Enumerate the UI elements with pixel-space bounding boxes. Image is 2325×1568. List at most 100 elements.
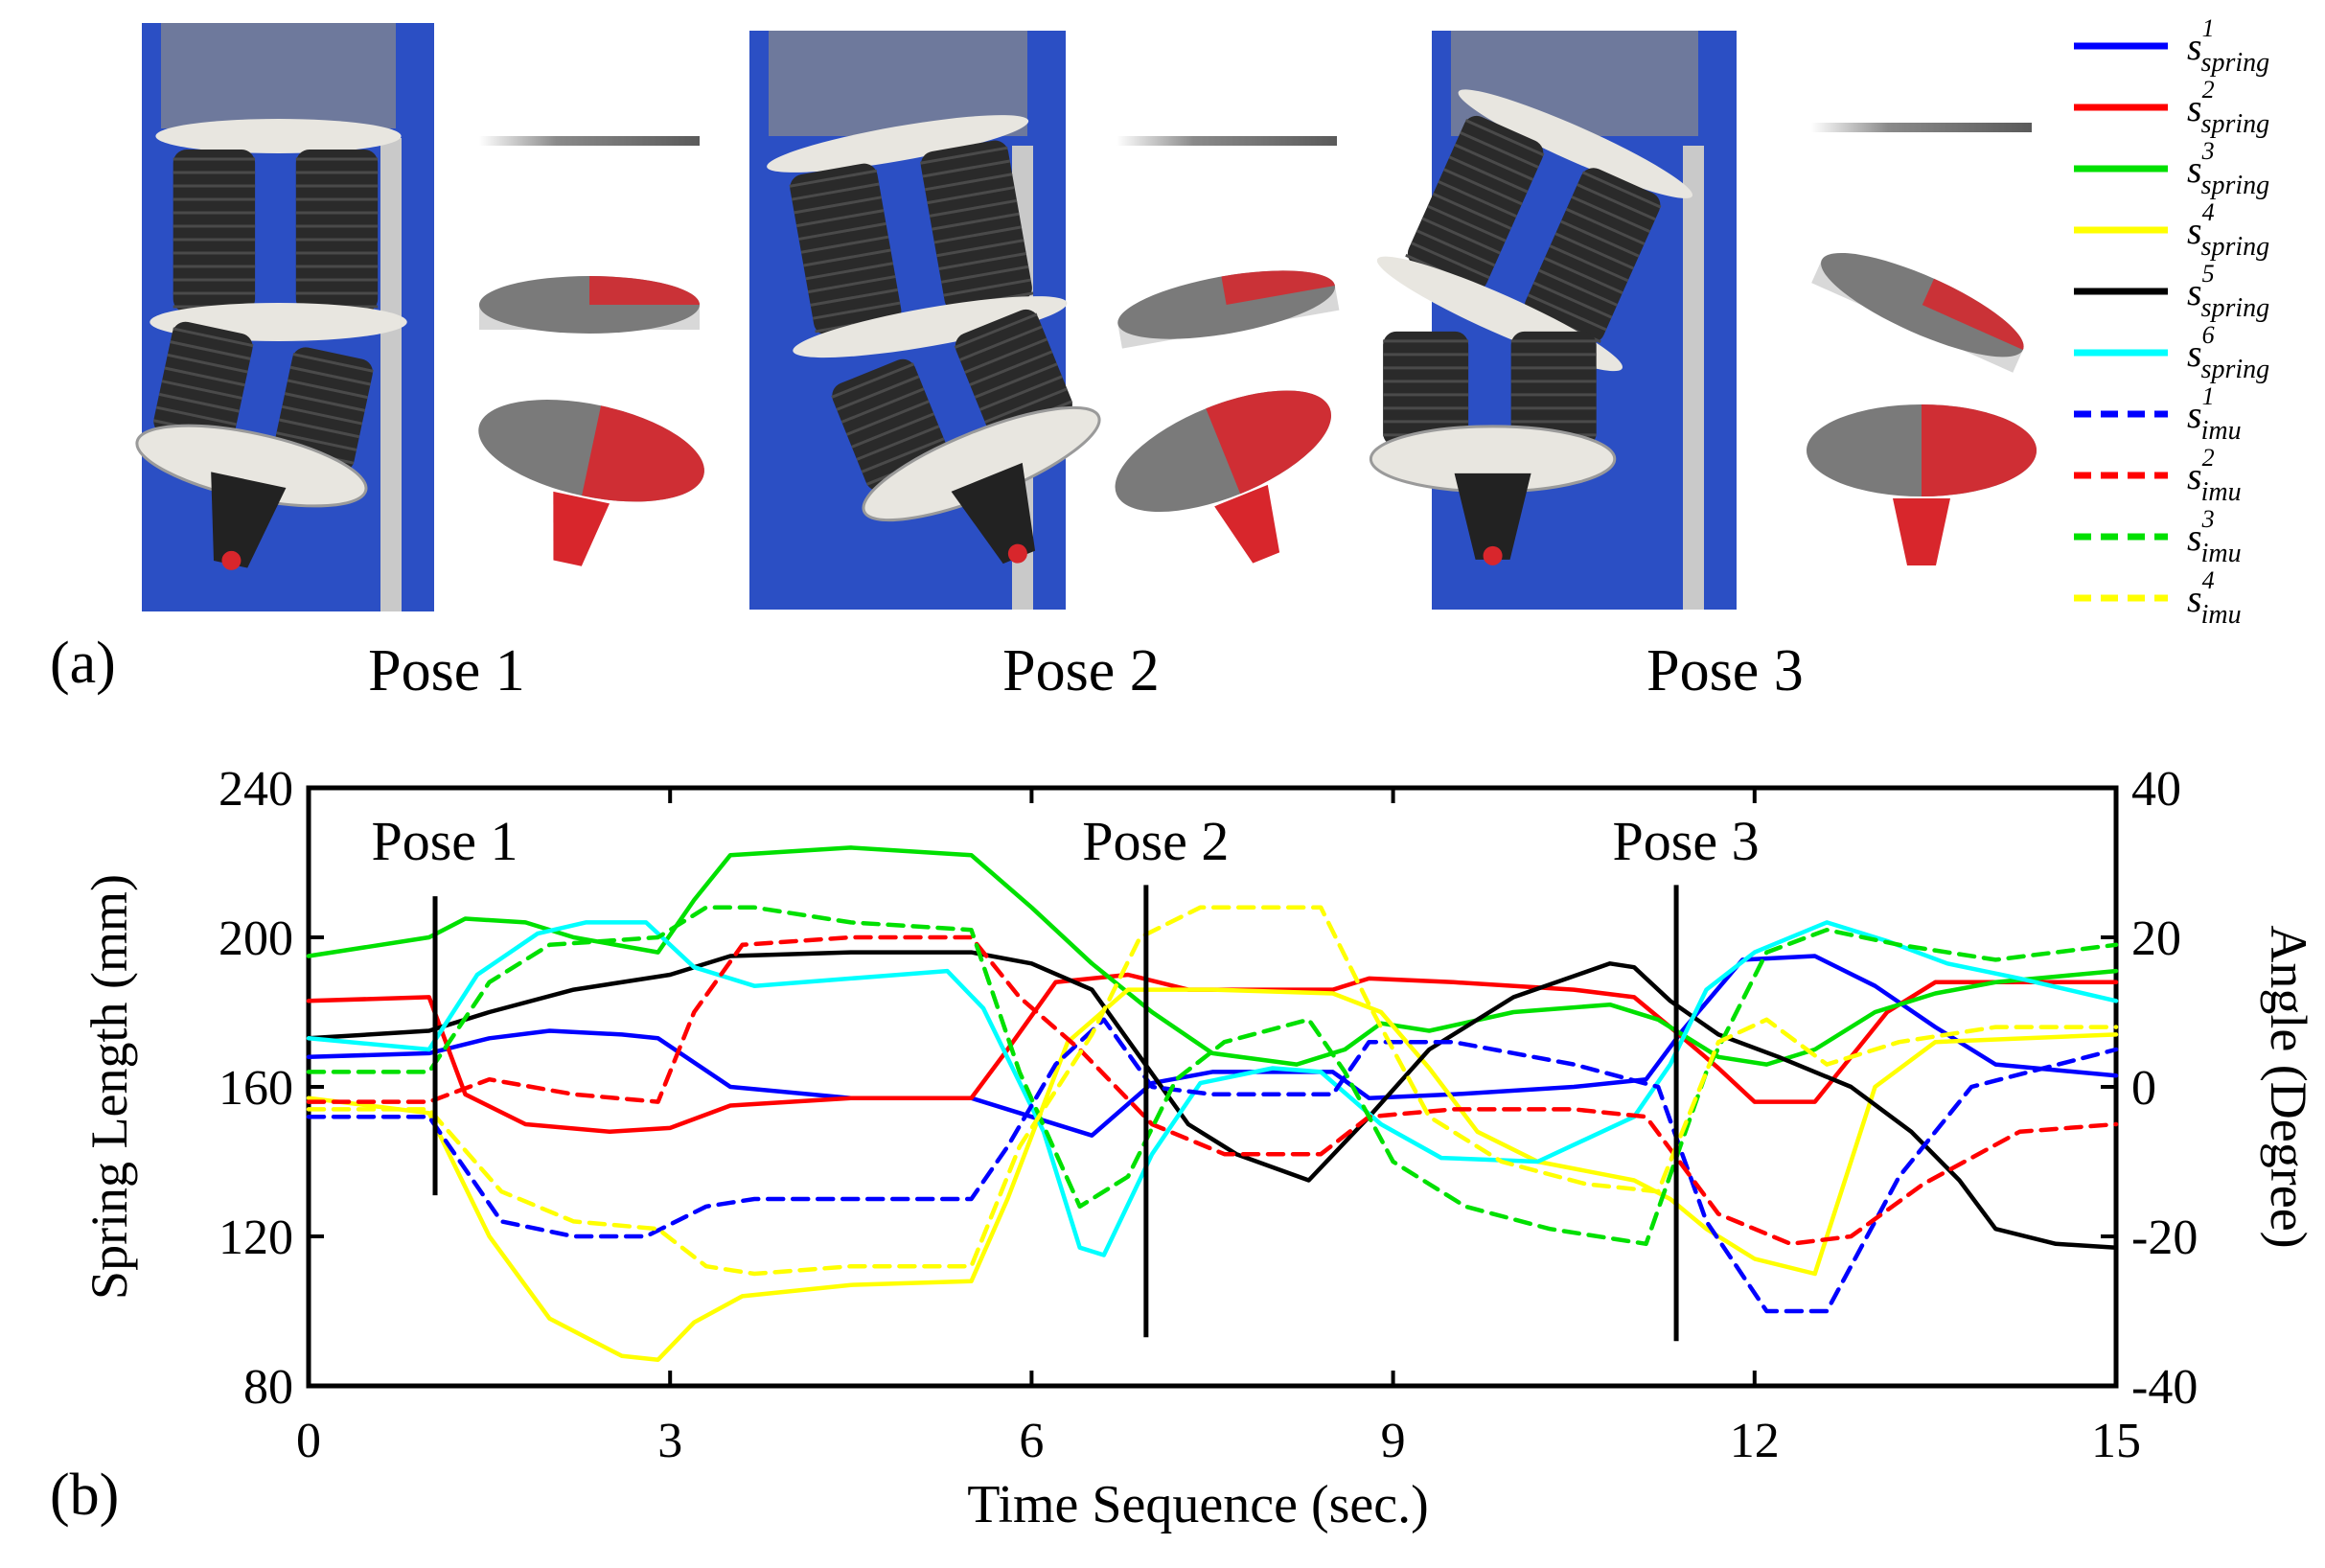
bellows-ridge (1549, 244, 1629, 283)
bellows-ridge (1454, 143, 1534, 181)
bellows-ridge (1410, 242, 1490, 280)
plot-frame (306, 785, 2119, 1389)
x-tick-label: 15 (2091, 1414, 2141, 1468)
pose-caption: Pose 2 (1002, 638, 1160, 703)
bellows-ridge (794, 196, 882, 215)
x-tick-label: 12 (1730, 1414, 1780, 1468)
sim-upper-disk (479, 276, 700, 334)
series-line-s1_spring (306, 954, 2119, 1138)
sim-lower-disk-red (1206, 390, 1331, 495)
gripper (1454, 473, 1531, 560)
bellows-ridge (932, 212, 1020, 231)
bellows-ridge (1448, 155, 1529, 194)
series-line-s5_spring (306, 950, 2119, 1250)
bellows-ridge (805, 262, 894, 281)
bellows-ridge (1438, 180, 1517, 219)
bellows-ridge (287, 379, 368, 400)
bellows-ridge (851, 412, 935, 449)
bellows-lower-right (1510, 331, 1597, 447)
bellows-ridge (840, 387, 925, 424)
bellows-ridge (173, 327, 254, 348)
series-line-s2_imu (306, 934, 2119, 1247)
y-left-tick-label: 200 (219, 911, 293, 966)
bellows-ridge (789, 169, 878, 188)
gripper-tip (1007, 543, 1027, 564)
bellows-lower-left (1383, 331, 1469, 447)
gripper-tip (221, 550, 242, 570)
pose-markers: Pose 1 Pose 2 Pose 3 (371, 810, 1760, 1342)
bellows-ridge (170, 340, 251, 360)
sim-lower-disk (1115, 390, 1331, 564)
bellows-ridge (922, 159, 1011, 178)
panel-a-label: (a) (50, 631, 116, 696)
pose-marker-label: Pose 1 (371, 810, 518, 872)
pose-photo (749, 31, 1101, 610)
y-axis-label-left: Spring Length (mm) (81, 874, 138, 1300)
sim-ceiling-bar (1811, 123, 2032, 132)
bellows-ridge (1544, 257, 1623, 294)
bellows-ridge (292, 353, 374, 373)
sim-upper-disk-red (1922, 278, 2024, 350)
bellows-ridge (938, 252, 1027, 271)
bellows-ridge (284, 392, 366, 412)
bellows-right (1524, 168, 1661, 343)
support-pole (1683, 146, 1704, 610)
bellows-ridge (929, 198, 1018, 218)
pose-marker-label: Pose 3 (1613, 810, 1760, 872)
middle-plate (793, 296, 1068, 358)
series-layer (306, 845, 2119, 1362)
y-axis-label-right: Angle (Degree) (2260, 925, 2317, 1248)
y-left-tick-label: 80 (243, 1360, 293, 1415)
series-line-s1_imu (306, 1017, 2119, 1314)
sim-ceiling-bar (1116, 136, 1337, 146)
bellows-ridge (1432, 192, 1512, 230)
bellows-ridge (1460, 130, 1539, 169)
sim-upper-disk-red (1221, 270, 1335, 306)
sim-lower-disk-red (1922, 404, 2037, 496)
bellows-ridge (795, 209, 885, 228)
lower-segment (831, 309, 1101, 565)
bellows-ridge (831, 362, 915, 399)
panel-b-label: (b) (50, 1463, 119, 1528)
pose-simulation (478, 136, 704, 566)
bellows-ridge (1416, 229, 1496, 267)
bellows-ridge (969, 350, 1053, 386)
bellows-ridge (1527, 293, 1607, 332)
bellows-ridge (1426, 204, 1507, 242)
soft-arm (135, 119, 407, 570)
bellows-ridge (289, 365, 371, 386)
sim-upper-disk (1117, 270, 1340, 349)
soft-arm (1369, 89, 1693, 565)
y-left-tick-label: 120 (219, 1211, 293, 1265)
series-line-s4_spring (306, 987, 2119, 1362)
y-left-tick-label: 240 (219, 762, 293, 817)
bellows-ridge (933, 225, 1023, 244)
bellows-ridge (800, 235, 889, 254)
bellows-ridge (1554, 232, 1634, 270)
sim-ceiling-bar (479, 136, 700, 146)
bellows-right (295, 150, 379, 312)
pose-marker-label: Pose 2 (1082, 810, 1229, 872)
bellows-ridge (927, 186, 1015, 205)
bellows-ridge (1581, 171, 1662, 209)
lower-segment (135, 321, 374, 570)
y-left-tick-label: 160 (219, 1061, 293, 1116)
x-tick-label: 9 (1381, 1414, 1406, 1468)
bellows-ridge (164, 366, 245, 387)
bellows-ridge (167, 353, 248, 374)
bellows-right (920, 140, 1032, 312)
bellows-ridge (791, 182, 880, 201)
bellows-ridge (924, 173, 1013, 192)
pose-photo (1369, 31, 1737, 610)
bellows-ridge (836, 375, 920, 411)
support-pole (380, 138, 402, 611)
